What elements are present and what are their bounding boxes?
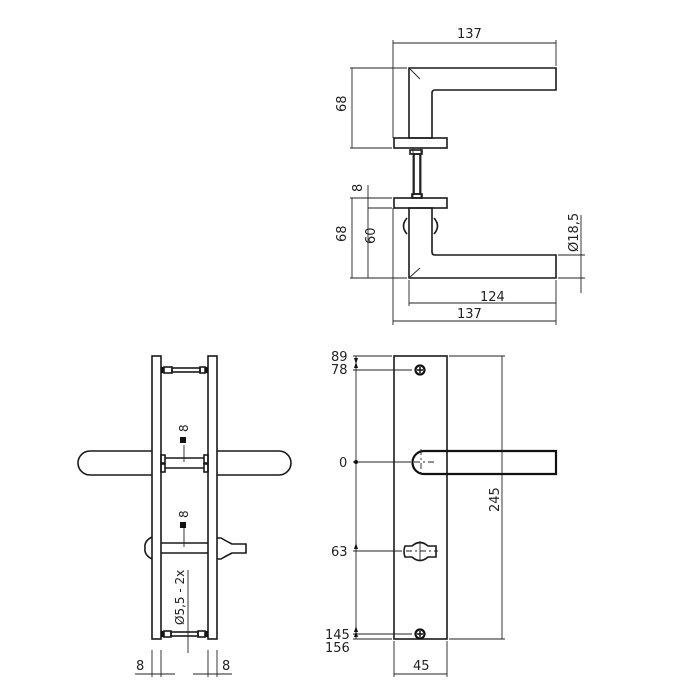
- lower-lever-outline: [408, 207, 557, 279]
- top-screw-bolt: [161, 366, 208, 374]
- top-view: 137 68 8 68 60 Ø18,5 124 137: [335, 27, 585, 325]
- dim-8-right-plate: 8: [222, 659, 230, 674]
- upper-rose: [393, 137, 448, 149]
- wc-turn-knob-side: [217, 537, 247, 560]
- bottom-screw-icon: [414, 628, 426, 640]
- wc-turn-icon: [403, 541, 438, 562]
- dim-screw-hole: Ø5,5 - 2x: [173, 570, 187, 625]
- lever-front: [411, 449, 558, 476]
- ord-156: 156: [325, 641, 350, 656]
- front-plate: [393, 355, 448, 640]
- dim-diameter-18-5: Ø18,5: [567, 213, 582, 252]
- wc-spindle: [161, 528, 208, 554]
- ord-0: 0: [339, 456, 347, 471]
- dim-245: 245: [488, 487, 503, 512]
- right-lever-side: [217, 450, 292, 476]
- front-view: 89 78 0 63 145 156 245 45: [325, 350, 558, 677]
- lower-lever-bevel: [409, 267, 421, 278]
- ord-89: 89: [331, 350, 348, 365]
- top-screw-icon: [414, 364, 426, 376]
- ord-145: 145: [325, 628, 350, 643]
- dim-137-bottom: 137: [457, 307, 482, 322]
- dim-60: 60: [364, 227, 379, 244]
- left-plate: [151, 355, 162, 640]
- dim-8-spindle-top: 8: [177, 424, 191, 432]
- clip-right: [433, 217, 439, 235]
- upper-lever-bevel: [409, 68, 421, 80]
- clip-left: [402, 217, 408, 235]
- lower-rose: [393, 197, 448, 209]
- left-lever-side: [77, 450, 152, 476]
- bottom-screw-bolt: [161, 630, 208, 638]
- emergency-release: [144, 536, 153, 560]
- square-spindle-icon-top: [180, 437, 186, 443]
- ord-78: 78: [331, 363, 348, 378]
- origin-dot: [354, 460, 358, 464]
- spindle: [409, 148, 423, 199]
- ord-63: 63: [331, 545, 348, 560]
- upper-lever-outline: [408, 67, 557, 139]
- dim-68-top: 68: [335, 95, 350, 112]
- dim-124: 124: [480, 290, 505, 305]
- dim-8-left-plate: 8: [136, 659, 144, 674]
- dim-8-spindle-bottom: 8: [177, 510, 191, 518]
- dim-68-bottom: 68: [335, 225, 350, 242]
- right-plate: [207, 355, 218, 640]
- dim-137-top: 137: [457, 27, 482, 42]
- side-view: 8 8 Ø5,5 - 2x 8 8: [77, 355, 292, 677]
- dim-8-rose: 8: [351, 184, 366, 192]
- lever-spindle: [160, 445, 209, 473]
- square-spindle-icon-bottom: [180, 522, 186, 528]
- dim-45: 45: [413, 659, 430, 674]
